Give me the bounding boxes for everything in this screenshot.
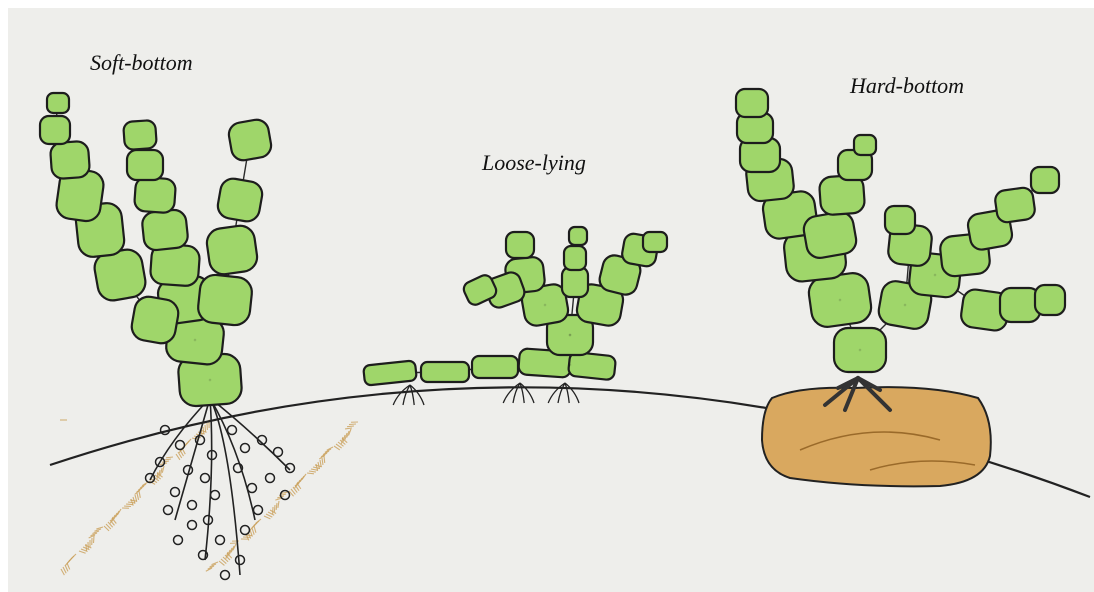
plant-segment: [134, 177, 176, 214]
plant-segment: [506, 232, 534, 258]
soft-bottom-label: Soft-bottom: [90, 50, 193, 76]
plant-segment: [123, 120, 157, 150]
plant-segment: [994, 187, 1036, 224]
sediment-speck: [347, 426, 354, 427]
hard-bottom-label: Hard-bottom: [850, 73, 964, 99]
plant-segment: [127, 150, 163, 180]
plant-segment: [205, 224, 259, 276]
plant-segment: [197, 273, 254, 326]
plant-segment: [216, 177, 264, 224]
plant-segment: [141, 209, 189, 251]
plant-segment: [130, 295, 181, 346]
plant-segment: [736, 89, 768, 117]
plant-segment: [1035, 285, 1065, 315]
plant-segment: [227, 118, 273, 162]
plant-segment: [1031, 167, 1059, 193]
plant-segment: [854, 135, 876, 155]
rock: [762, 387, 991, 486]
sediment-speck: [126, 504, 133, 505]
plant-segment: [50, 141, 90, 180]
plant-segment: [569, 227, 587, 245]
plant-segment: [562, 267, 588, 297]
plant-segment: [47, 93, 69, 113]
sediment-speck: [274, 505, 275, 512]
plant-segment: [472, 356, 518, 378]
plant-segment: [802, 210, 859, 260]
plant-segment: [40, 116, 70, 144]
plant-segment: [885, 206, 915, 234]
sediment-speck: [324, 456, 325, 463]
plant-segment: [363, 360, 417, 385]
loose-lying-label: Loose-lying: [482, 150, 586, 176]
plant-segment: [421, 362, 469, 382]
sediment-speck: [205, 425, 206, 432]
plant-segment: [643, 232, 667, 252]
plant-segment: [564, 246, 586, 270]
